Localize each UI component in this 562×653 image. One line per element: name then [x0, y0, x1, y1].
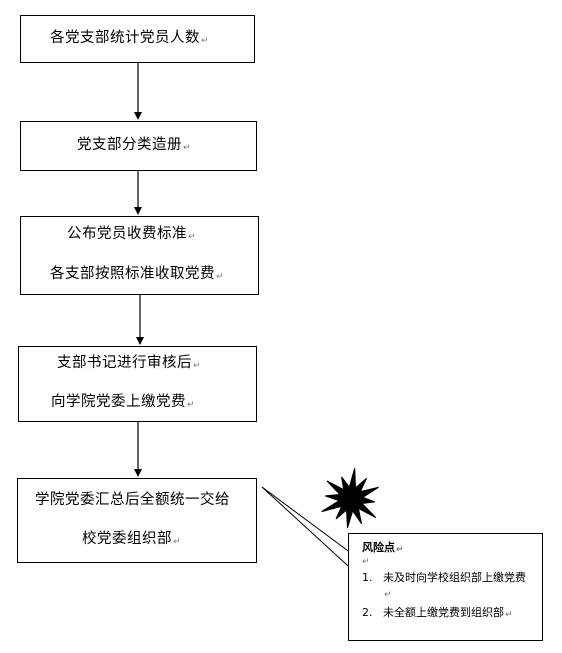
- explosion-burst-icon: [321, 468, 379, 528]
- step-2-box: 党支部分类造册: [20, 121, 257, 171]
- risk-callout-box: 风险点 1. 未及时向学校组织部上缴党费 2. 未全额上缴党费到组织部: [348, 533, 543, 641]
- risk-item-text: 未及时向学校组织部上缴党费: [383, 570, 534, 603]
- step-5-text-line1: 学院党委汇总后全额统一交给: [35, 491, 230, 508]
- callout-pointer: [261, 486, 360, 577]
- risk-item-number: 2.: [362, 606, 373, 619]
- step-3-box: 公布党员收费标准 各支部按照标准收取党费: [20, 216, 259, 295]
- step-4-text-line2: 向学院党委上缴党费: [51, 392, 256, 415]
- burst-shape: [321, 468, 379, 528]
- risk-item: 1. 未及时向学校组织部上缴党费: [362, 570, 534, 603]
- step-4-box: 支部书记进行审核后 向学院党委上缴党费: [18, 346, 257, 422]
- risk-title: 风险点: [362, 541, 534, 557]
- step-4-text-line1: 支部书记进行审核后: [57, 353, 256, 376]
- risk-item-number: 1.: [362, 571, 373, 584]
- step-5-box: 学院党委汇总后全额统一交给 校党委组织部: [17, 478, 257, 563]
- risk-item: 2. 未全额上缴党费到组织部: [362, 605, 534, 623]
- step-3-text-line2: 各支部按照标准收取党费: [50, 264, 258, 287]
- step-3-text-line1: 公布党员收费标准: [67, 224, 258, 247]
- step-2-text: 党支部分类造册: [77, 135, 256, 158]
- empty-paragraph-mark: [362, 557, 534, 568]
- step-1-text: 各党支部统计党员人数: [50, 28, 254, 51]
- step-5-text-line2: 校党委组织部: [82, 529, 256, 552]
- risk-item-text: 未全额上缴党费到组织部: [383, 605, 534, 623]
- step-1-box: 各党支部统计党员人数: [20, 15, 255, 63]
